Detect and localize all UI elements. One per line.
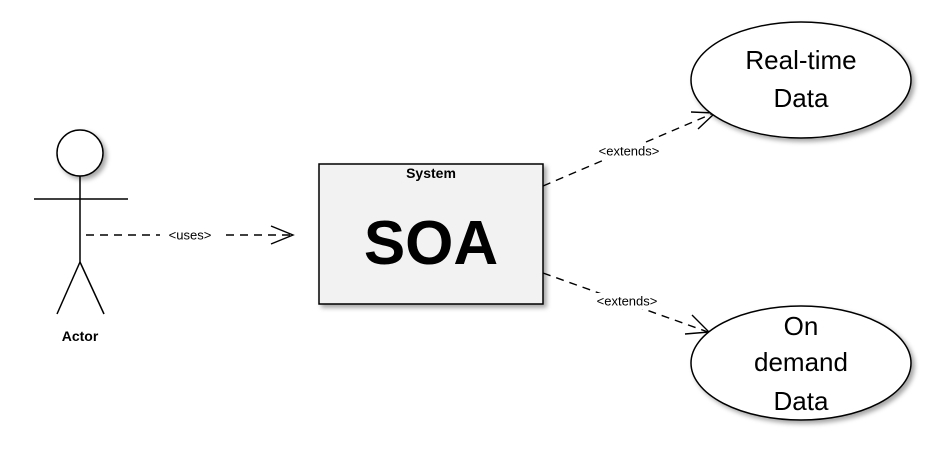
uses-label: <uses> bbox=[169, 228, 212, 243]
usecase-realtime-ellipse bbox=[690, 21, 912, 139]
system-name: SOA bbox=[364, 209, 498, 278]
usecase-ondemand-line2: demand bbox=[754, 347, 848, 377]
extends-realtime-line bbox=[542, 112, 715, 187]
actor-label: Actor bbox=[62, 328, 99, 344]
actor-left-leg bbox=[56, 261, 81, 315]
uses-label-bg bbox=[160, 226, 220, 243]
usecase-realtime: Real-time Data bbox=[690, 21, 912, 139]
usecase-realtime-line2: Data bbox=[774, 83, 829, 113]
extends-ondemand-label-bg bbox=[590, 293, 664, 309]
extends-ondemand-label: <extends> bbox=[597, 294, 658, 309]
extends-ondemand-edge: <extends> bbox=[542, 272, 711, 335]
usecase-ondemand-ellipse bbox=[690, 305, 912, 421]
usecase-realtime-line1: Real-time bbox=[745, 45, 856, 75]
extends-realtime-label: <extends> bbox=[599, 144, 660, 159]
actor-head bbox=[56, 129, 104, 177]
usecase-ondemand-line1: On bbox=[784, 311, 819, 341]
uses-edge: <uses> bbox=[86, 225, 295, 245]
system-boundary: System SOA bbox=[318, 163, 544, 305]
extends-realtime-label-bg bbox=[592, 143, 666, 159]
system-title: System bbox=[406, 165, 456, 181]
extends-realtime-edge: <extends> bbox=[542, 111, 717, 187]
usecase-ondemand: On demand Data bbox=[690, 305, 912, 421]
uses-arrowhead bbox=[270, 225, 295, 245]
usecase-ondemand-line3: Data bbox=[774, 386, 829, 416]
actor: Actor bbox=[34, 129, 128, 344]
system-box bbox=[318, 163, 544, 305]
actor-right-leg bbox=[79, 261, 105, 315]
